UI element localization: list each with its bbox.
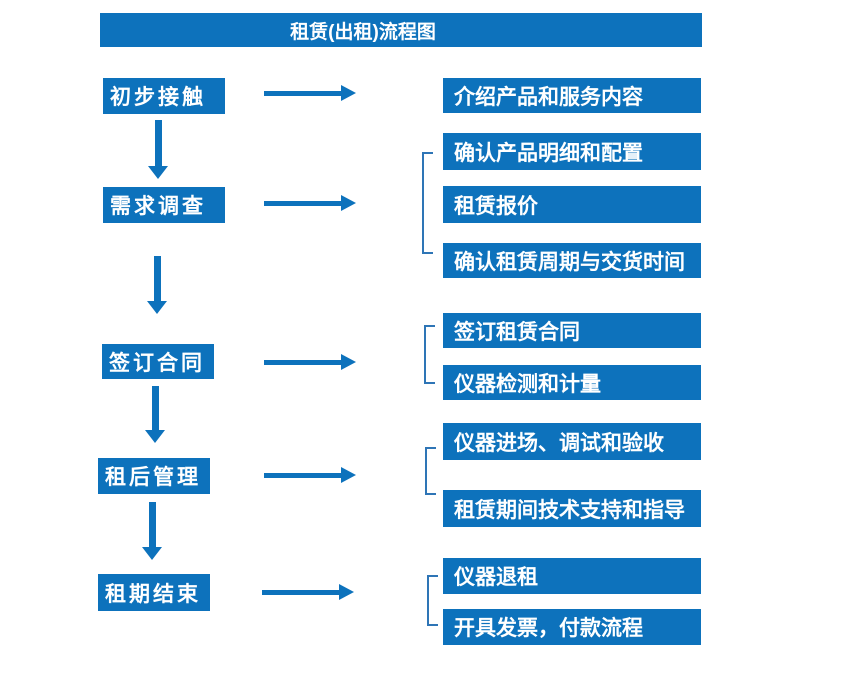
arrow-right-icon	[262, 584, 354, 600]
arrow-down-icon	[148, 120, 168, 179]
step-box-initial-contact: 初步接触	[103, 78, 225, 114]
detail-box: 开具发票，付款流程	[443, 609, 701, 645]
detail-box: 确认租赁周期与交货时间	[443, 243, 701, 278]
arrow-down-icon	[145, 386, 165, 443]
step-box-rental-end: 租期结束	[98, 574, 210, 611]
step-box-post-rental-management: 租后管理	[98, 458, 210, 494]
group-bracket	[422, 152, 433, 254]
arrow-down-icon	[142, 502, 162, 560]
arrow-right-icon	[264, 195, 356, 211]
detail-box: 介绍产品和服务内容	[443, 78, 701, 113]
detail-box: 仪器进场、调试和验收	[443, 423, 701, 460]
detail-box: 租赁报价	[443, 186, 701, 223]
detail-box: 仪器检测和计量	[443, 365, 701, 400]
step-box-sign-contract: 签订合同	[102, 344, 214, 379]
group-bracket	[424, 325, 435, 384]
arrow-right-icon	[264, 467, 356, 483]
arrow-down-icon	[147, 256, 167, 314]
diagram-title: 租赁(出租)流程图	[290, 21, 436, 43]
group-bracket	[427, 575, 438, 626]
detail-box: 确认产品明细和配置	[443, 133, 701, 170]
arrow-right-icon	[264, 354, 356, 370]
arrow-right-icon	[264, 85, 356, 101]
title-bar: 租赁(出租)流程图	[100, 13, 702, 47]
detail-box: 租赁期间技术支持和指导	[443, 490, 701, 527]
detail-box: 签订租赁合同	[443, 313, 701, 348]
group-bracket	[425, 447, 436, 495]
step-box-demand-survey: 需求调查	[103, 187, 225, 223]
detail-box: 仪器退租	[443, 558, 701, 594]
